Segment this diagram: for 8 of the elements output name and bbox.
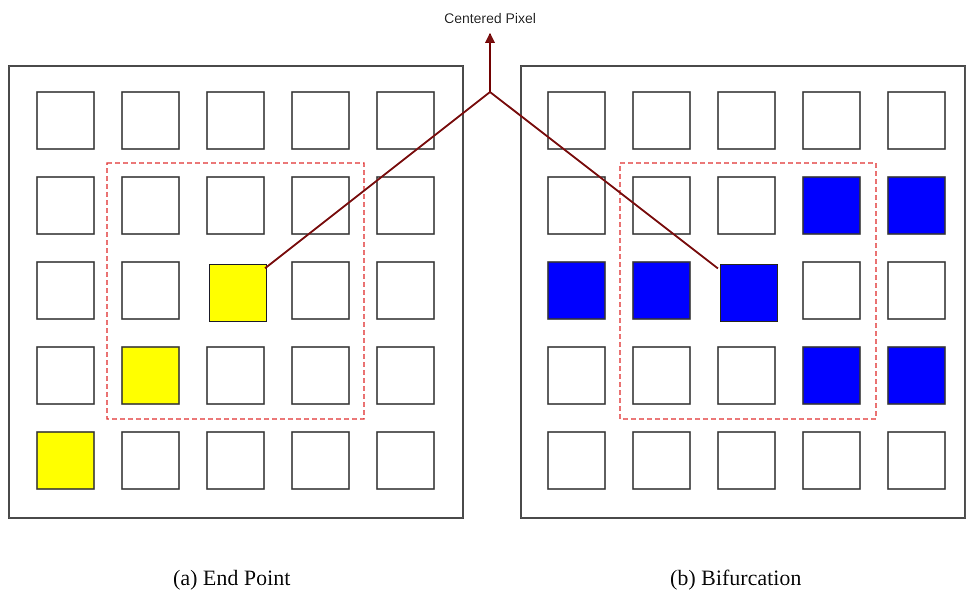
pixel-square xyxy=(720,264,778,322)
grid-panel xyxy=(8,65,464,519)
arrow xyxy=(485,33,719,270)
grid-panel xyxy=(520,65,966,519)
panel-caption: (a) End Point xyxy=(173,565,290,591)
pixel-label: Centered Pixel xyxy=(420,10,560,32)
panel-caption: (b) Bifurcation xyxy=(670,565,802,591)
pixel-square xyxy=(209,264,267,322)
